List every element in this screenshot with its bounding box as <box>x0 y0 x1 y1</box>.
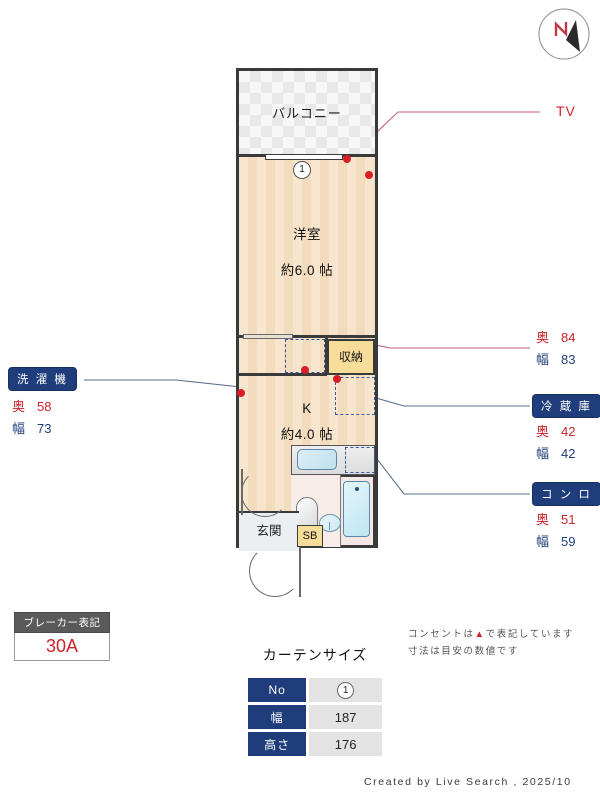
stove-depth-key: 奥 <box>536 512 550 527</box>
stove-width-row: 幅 59 <box>536 531 575 550</box>
curtain-row-header: 幅 <box>248 705 307 729</box>
wall-bedroom-corridor <box>239 335 375 338</box>
breaker-info-box: ブレーカー表記 30A <box>14 612 110 661</box>
outlet-marker <box>365 171 373 179</box>
washer-depth-value: 58 <box>37 399 52 414</box>
closet-width-key: 幅 <box>536 352 550 367</box>
outlet-marker <box>343 155 351 163</box>
stove-width-value: 59 <box>561 534 576 549</box>
breaker-header: ブレーカー表記 <box>14 612 110 633</box>
window-number-badge: 1 <box>293 161 311 179</box>
curtain-row-value: 187 <box>309 705 382 729</box>
outlet-note-suffix: で表記しています <box>485 629 575 640</box>
stove-depth-row: 奥 51 <box>536 509 575 528</box>
balcony-window <box>265 154 343 160</box>
kitchen-door-arc <box>241 469 289 517</box>
balcony-area: バルコニー <box>239 71 375 157</box>
shoe-box: SB <box>297 525 323 547</box>
compass-rose <box>536 6 592 62</box>
toilet <box>319 514 341 532</box>
outlet-note-line: コンセントは▲で表記しています <box>408 626 574 643</box>
fridge-depth-row: 奥 42 <box>536 421 575 440</box>
kitchen-sink <box>297 449 337 470</box>
entrance-area: 玄関 <box>239 511 299 551</box>
fridge-depth-key: 奥 <box>536 424 550 439</box>
stove-tag: コ ン ロ <box>532 482 600 506</box>
balcony-label: バルコニー <box>272 106 342 121</box>
wall-closet-left <box>325 337 328 375</box>
washer-depth-key: 奥 <box>12 399 26 414</box>
washer-width-key: 幅 <box>12 421 26 436</box>
closet-depth-row: 奥 84 <box>536 327 575 346</box>
washer-depth-row: 奥 58 <box>12 396 51 415</box>
closet-depth-value: 84 <box>561 330 576 345</box>
bedroom-name-label: 洋室 <box>293 227 321 242</box>
dimension-note-line: 寸法は目安の数値です <box>408 646 520 657</box>
stove-width-key: 幅 <box>536 534 550 549</box>
bedroom-sliding-door <box>243 334 293 339</box>
bedroom-size-label: 約6.0 帖 <box>280 263 334 278</box>
breaker-value: 30A <box>14 633 110 661</box>
outlet-triangle-icon: ▲ <box>474 629 486 640</box>
floor-plan: バルコニー 1 洋室 約6.0 帖 収納 K 約4.0 帖 <box>236 68 378 597</box>
closet-depth-key: 奥 <box>536 330 550 345</box>
entrance-door-leaf <box>299 547 301 597</box>
refrigerator-tag: 冷 蔵 庫 <box>532 394 600 418</box>
curtain-size-table: カーテンサイズ No 1 幅 187 高さ 176 <box>245 645 385 759</box>
outlet-marker <box>333 375 341 383</box>
outlet-marker <box>237 389 245 397</box>
stove-space <box>345 447 375 473</box>
table-row: No 1 <box>248 678 382 702</box>
building-outline: バルコニー 1 洋室 約6.0 帖 収納 K 約4.0 帖 <box>236 68 378 597</box>
washer-width-value: 73 <box>37 421 52 436</box>
curtain-no-badge: 1 <box>337 682 355 699</box>
wall-corridor-kitchen <box>239 373 327 376</box>
table-row: 高さ 176 <box>248 732 382 756</box>
fridge-width-value: 42 <box>561 446 576 461</box>
entrance-door-arc <box>249 545 301 597</box>
curtain-row-header: No <box>248 678 307 702</box>
fridge-width-row: 幅 42 <box>536 443 575 462</box>
outlet-marker <box>301 366 309 374</box>
fridge-depth-value: 42 <box>561 424 576 439</box>
tv-outlet-label: TV <box>556 103 576 119</box>
bedroom-area <box>239 157 375 337</box>
closet-storage: 収納 <box>327 339 375 375</box>
kitchen-size-label: 約4.0 帖 <box>280 427 334 442</box>
closet-width-row: 幅 83 <box>536 349 575 368</box>
kitchen-name-label: K <box>302 401 312 416</box>
curtain-row-header: 高さ <box>248 732 307 756</box>
legend-notes: コンセントは▲で表記しています 寸法は目安の数値です <box>408 626 574 660</box>
closet-label: 収納 <box>338 350 363 364</box>
closet-width-value: 83 <box>561 352 576 367</box>
table-row: 幅 187 <box>248 705 382 729</box>
refrigerator-space <box>335 377 375 415</box>
washer-width-row: 幅 73 <box>12 418 51 437</box>
footer-credit: Created by Live Search , 2025/10 <box>364 776 572 788</box>
fridge-width-key: 幅 <box>536 446 550 461</box>
curtain-row-value: 1 <box>309 678 382 702</box>
stove-depth-value: 51 <box>561 512 576 527</box>
kitchen-door-leaf <box>241 469 243 515</box>
curtain-row-value: 176 <box>309 732 382 756</box>
entrance-label: 玄関 <box>256 524 282 538</box>
curtain-table-title: カーテンサイズ <box>262 647 368 663</box>
washing-machine-tag: 洗 濯 機 <box>8 367 77 391</box>
outlet-note-prefix: コンセントは <box>408 629 475 640</box>
bathtub <box>343 481 370 537</box>
